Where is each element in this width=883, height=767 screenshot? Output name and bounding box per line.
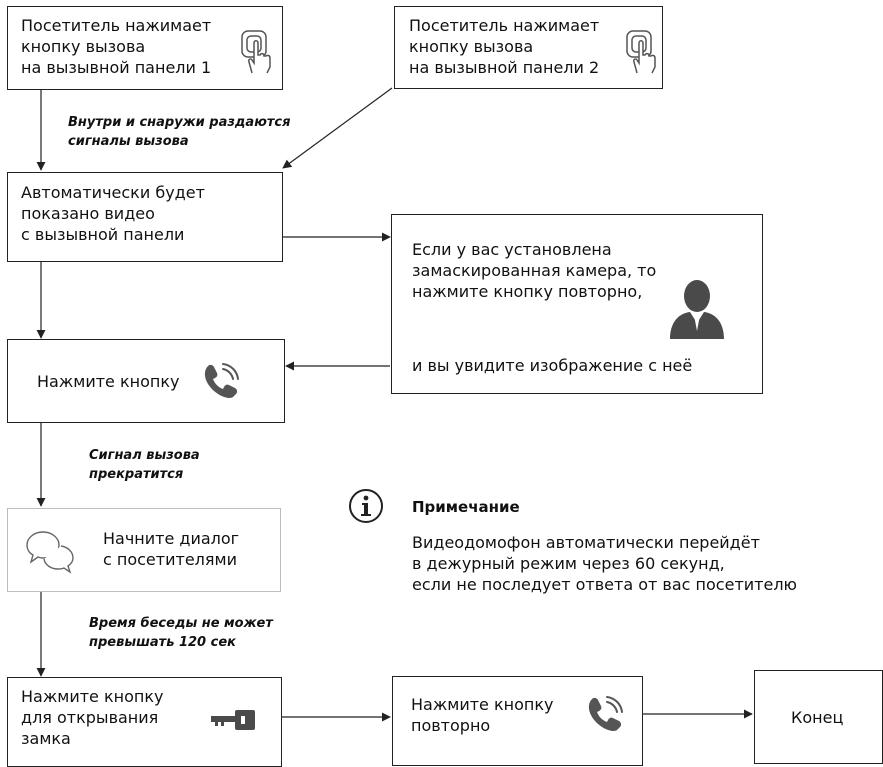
note-body: Видеодомофон автоматически перейдёт в де… [412,533,798,594]
label-call-signals: Внутри и снаружи раздаются сигналы вызов… [68,115,291,149]
step-end-text: Конец [791,708,844,727]
step-unlock-text: Нажмите кнопку для открывания замка [21,687,164,748]
step-press-again-text: Нажмите кнопку повторно [411,695,554,735]
step-camera-text: Если у вас установлена замаскированная к… [412,240,657,301]
label-call-stops: Сигнал вызова прекратится [89,448,200,482]
step-camera-box: Если у вас установлена замаскированная к… [391,214,763,394]
step-panel2-box: Посетитель нажимает кнопку вызова на выз… [394,6,663,89]
step-press-button-box: Нажмите кнопку [7,339,285,423]
step-dialog-text: Начните диалог с посетителями [103,529,240,569]
key-icon [211,710,255,730]
step-press-button-text: Нажмите кнопку [37,372,180,391]
label-talk-limit: Время беседы не может превышать 120 сек [89,616,273,650]
step-unlock-box: Нажмите кнопку для открывания замка [7,677,282,767]
info-icon [349,489,383,523]
person-icon [670,280,724,339]
step-dialog-box: Начните диалог с посетителями [7,508,281,592]
arrow-panel2-to-video [282,87,393,169]
step-end-box: Конец [754,670,883,764]
finger-press-icon [626,30,656,74]
finger-press-icon [241,30,271,74]
step-panel1-text: Посетитель нажимает кнопку вызова на выз… [21,16,212,77]
step-camera-text-2: и вы увидите изображение с неё [412,356,693,375]
step-press-again-box: Нажмите кнопку повторно [392,676,643,766]
chat-bubbles-icon [26,531,74,574]
step-auto-video-text: Автоматически будет показано видео с выз… [21,183,205,244]
step-auto-video-box: Автоматически будет показано видео с выз… [7,172,283,262]
step-panel1-box: Посетитель нажимает кнопку вызова на выз… [7,6,283,90]
phone-icon [204,363,239,398]
note-title: Примечание [412,498,520,516]
phone-icon [588,696,623,731]
step-panel2-text: Посетитель нажимает кнопку вызова на выз… [409,16,600,77]
